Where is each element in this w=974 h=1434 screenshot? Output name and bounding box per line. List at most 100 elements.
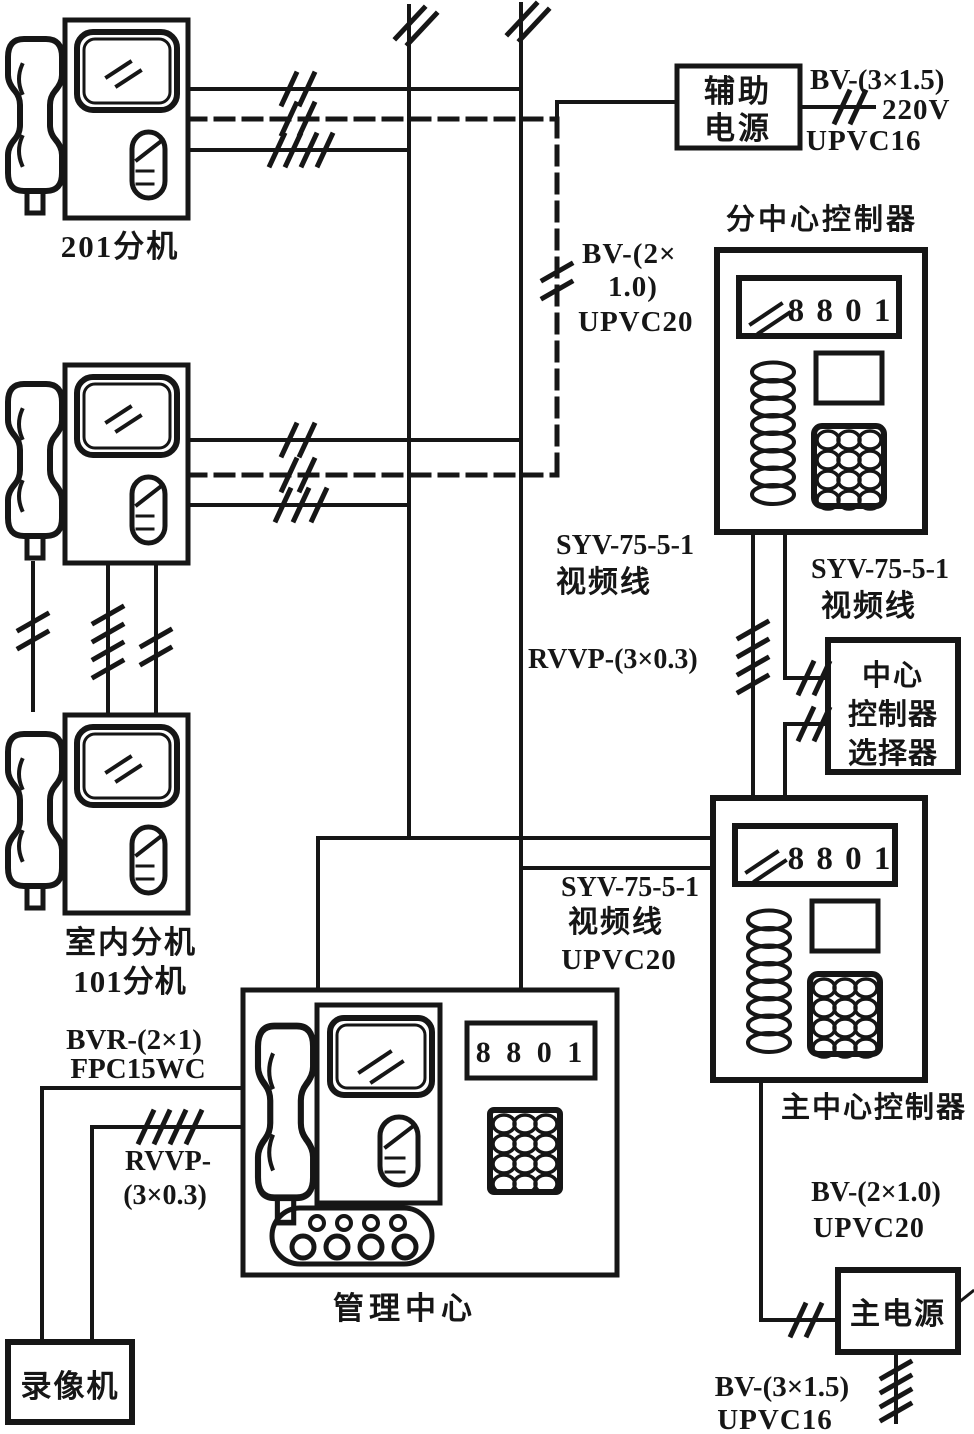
keypad-key [815, 469, 841, 491]
wall-station-middle [5, 362, 191, 566]
keypad-key [533, 1133, 559, 1155]
cable-break-tick [183, 1108, 205, 1146]
shape [5, 36, 65, 194]
text-cables-vcrCtrl-l1: RVVP- [125, 1146, 211, 1177]
cable-break-tick [735, 618, 771, 642]
mouthpiece-arc [17, 479, 25, 513]
keypad-key [832, 997, 858, 1019]
management-center-console [240, 987, 620, 1278]
speaker-slot [134, 484, 163, 508]
mgmt-to-main-link [316, 836, 715, 992]
text-cables-vcrVideo-l1: BVR-(2×1) [66, 1024, 202, 1056]
text-boxes-power-label: 主电源 [850, 1298, 946, 1331]
keypad-key [533, 1153, 559, 1175]
camera-screen-outer [74, 374, 180, 458]
cable-break-tick [878, 1358, 914, 1382]
text-cables-rvvpMid-label: RVVP-(3×0.3) [528, 644, 698, 675]
keypad-key [512, 1113, 538, 1135]
small-button [389, 1214, 407, 1232]
text-cables-auxFeed-l2: 220V [882, 94, 950, 126]
handset-icon [254, 1022, 317, 1226]
keypad-key [512, 1133, 538, 1155]
sub-center-controller [714, 247, 928, 535]
camera-screen-inner [335, 1023, 427, 1090]
cable-break-tick [90, 657, 126, 681]
text-boxes-selector-line3: 选择器 [848, 737, 938, 770]
earpiece-arc [17, 407, 25, 441]
handset-stem [24, 188, 46, 216]
keypad-key [832, 977, 858, 999]
labels: 201分机室内分机101分机辅助电源BV-(3×1.5)220VUPVC16BV… [21, 64, 967, 1434]
keypad-key [832, 1017, 858, 1039]
text-units-indoor-line1: 室内分机 [65, 925, 197, 960]
riser-break [504, 0, 540, 38]
cable-break-tick [811, 705, 833, 743]
display-8801 [736, 275, 902, 339]
cable-break-tick [278, 70, 300, 108]
keypad-key [857, 469, 883, 491]
function-window [813, 350, 885, 406]
camera-screen-inner [82, 732, 172, 800]
wall-station-201 [5, 17, 191, 221]
text-boxes-selector-line1: 中心 [862, 659, 924, 692]
speaker-capsule [129, 824, 168, 896]
large-button [289, 1233, 317, 1261]
cable-break-tick [296, 70, 318, 108]
sub-to-selector [783, 531, 830, 680]
screen-glare [114, 413, 143, 434]
cable-break-tick [296, 100, 318, 138]
vcr-box [5, 1339, 135, 1425]
cable-break-tick [282, 131, 304, 169]
large-button [357, 1233, 385, 1261]
cable-break-tick [296, 456, 318, 494]
keypad-key [815, 449, 841, 471]
text-boxes-sub-label: 分中心控制器 [726, 203, 918, 236]
mouthpiece-arc [17, 134, 25, 168]
screen-glare [104, 59, 133, 80]
text-boxes-aux-line2: 电源 [704, 111, 772, 146]
mouthpiece-arc [17, 829, 25, 863]
camera-screen-outer [74, 724, 180, 808]
camera-screen-inner [82, 382, 172, 450]
cable-break-tick [735, 654, 771, 678]
cable-break-tick [167, 1108, 189, 1146]
screen-glare [357, 1049, 393, 1075]
button-bar [269, 1205, 435, 1267]
cable-break-tick [278, 456, 300, 494]
small-button [362, 1214, 380, 1232]
station-body [62, 712, 191, 916]
earpiece-arc [17, 62, 25, 96]
cable-break-tick [90, 639, 126, 663]
earpiece-arc [267, 1052, 275, 1090]
text-cables-auxFeed-l1: BV-(3×1.5) [810, 64, 944, 96]
cable-break-tick [15, 628, 51, 652]
speaker-slot [383, 1124, 415, 1150]
large-button [323, 1233, 351, 1261]
keypad-key [836, 429, 862, 451]
text-boxes-main-display: 8 8 0 1 [788, 841, 893, 877]
text-boxes-main-label: 主中心控制器 [781, 1091, 967, 1124]
text-cables-videoCenter-l1: SYV-75-5-1 [561, 872, 699, 903]
console-body [240, 987, 620, 1278]
keypad-key [857, 429, 883, 451]
cable-break-tick [15, 610, 51, 634]
cable-break-tick [296, 421, 318, 459]
cable-break-tick [811, 659, 833, 697]
speaker-ring [750, 483, 796, 506]
cable-break-tick [90, 621, 126, 645]
riser-break [392, 4, 428, 42]
keypad-key [836, 449, 862, 471]
wiring [15, 0, 974, 1424]
cable-break-tick [795, 705, 817, 743]
keypad [807, 971, 883, 1057]
camera-screen-outer [327, 1015, 435, 1098]
text-cables-auxTrunk-l2: 1.0) [608, 271, 658, 303]
text-boxes-aux-line1: 辅助 [704, 74, 772, 109]
cable-break-tick [847, 88, 869, 126]
controller-body [710, 795, 928, 1083]
keypad-key [853, 977, 879, 999]
text-units-indoor-line2: 101分机 [73, 964, 187, 999]
riser-break [404, 10, 440, 48]
